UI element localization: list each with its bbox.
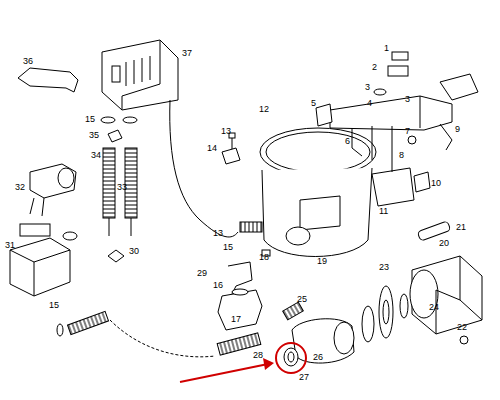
callout-number: 15 [84, 114, 96, 124]
callout-number: 12 [258, 104, 270, 114]
callout-number: 33 [116, 182, 128, 192]
callout-number: 25 [296, 294, 308, 304]
callout-number: 21 [455, 222, 467, 232]
callout-number: 5 [310, 98, 317, 108]
callout-number: 11 [378, 206, 389, 216]
callout-number: 16 [212, 280, 224, 290]
callout-number: 32 [14, 182, 26, 192]
callout-number: 1 [383, 43, 390, 53]
callout-number: 31 [4, 240, 16, 250]
callout-number: 17 [230, 314, 242, 324]
callout-number: 3 [404, 94, 411, 104]
callout-number: 29 [196, 268, 208, 278]
callout-number: 26 [312, 352, 324, 362]
callout-number: 22 [456, 322, 468, 332]
callout-number: 10 [430, 178, 442, 188]
callout-number: 15 [222, 242, 234, 252]
callout-number: 14 [206, 143, 218, 153]
callout-number: 2 [371, 62, 378, 72]
callout-number: 37 [181, 48, 193, 58]
callout-number: 4 [366, 98, 373, 108]
callout-number: 13 [220, 126, 232, 136]
callout-number: 19 [316, 256, 328, 266]
callout-number: 20 [438, 238, 450, 248]
callout-number: 27 [298, 372, 310, 382]
callout-number: 36 [22, 56, 34, 66]
callout-number: 8 [398, 150, 405, 160]
callout-number: 6 [344, 136, 351, 146]
callout-number: 23 [378, 262, 390, 272]
callout-number: 15 [48, 300, 60, 310]
callout-number: 13 [212, 228, 224, 238]
callout-number: 34 [90, 150, 102, 160]
callout-number: 18 [258, 252, 270, 262]
callout-number: 35 [88, 130, 100, 140]
callout-number: 28 [252, 350, 264, 360]
callout-number: 9 [454, 124, 461, 134]
callout-number: 24 [428, 302, 440, 312]
callout-number: 3 [364, 82, 371, 92]
callout-number: 30 [128, 246, 140, 256]
callout-number: 7 [404, 126, 411, 136]
